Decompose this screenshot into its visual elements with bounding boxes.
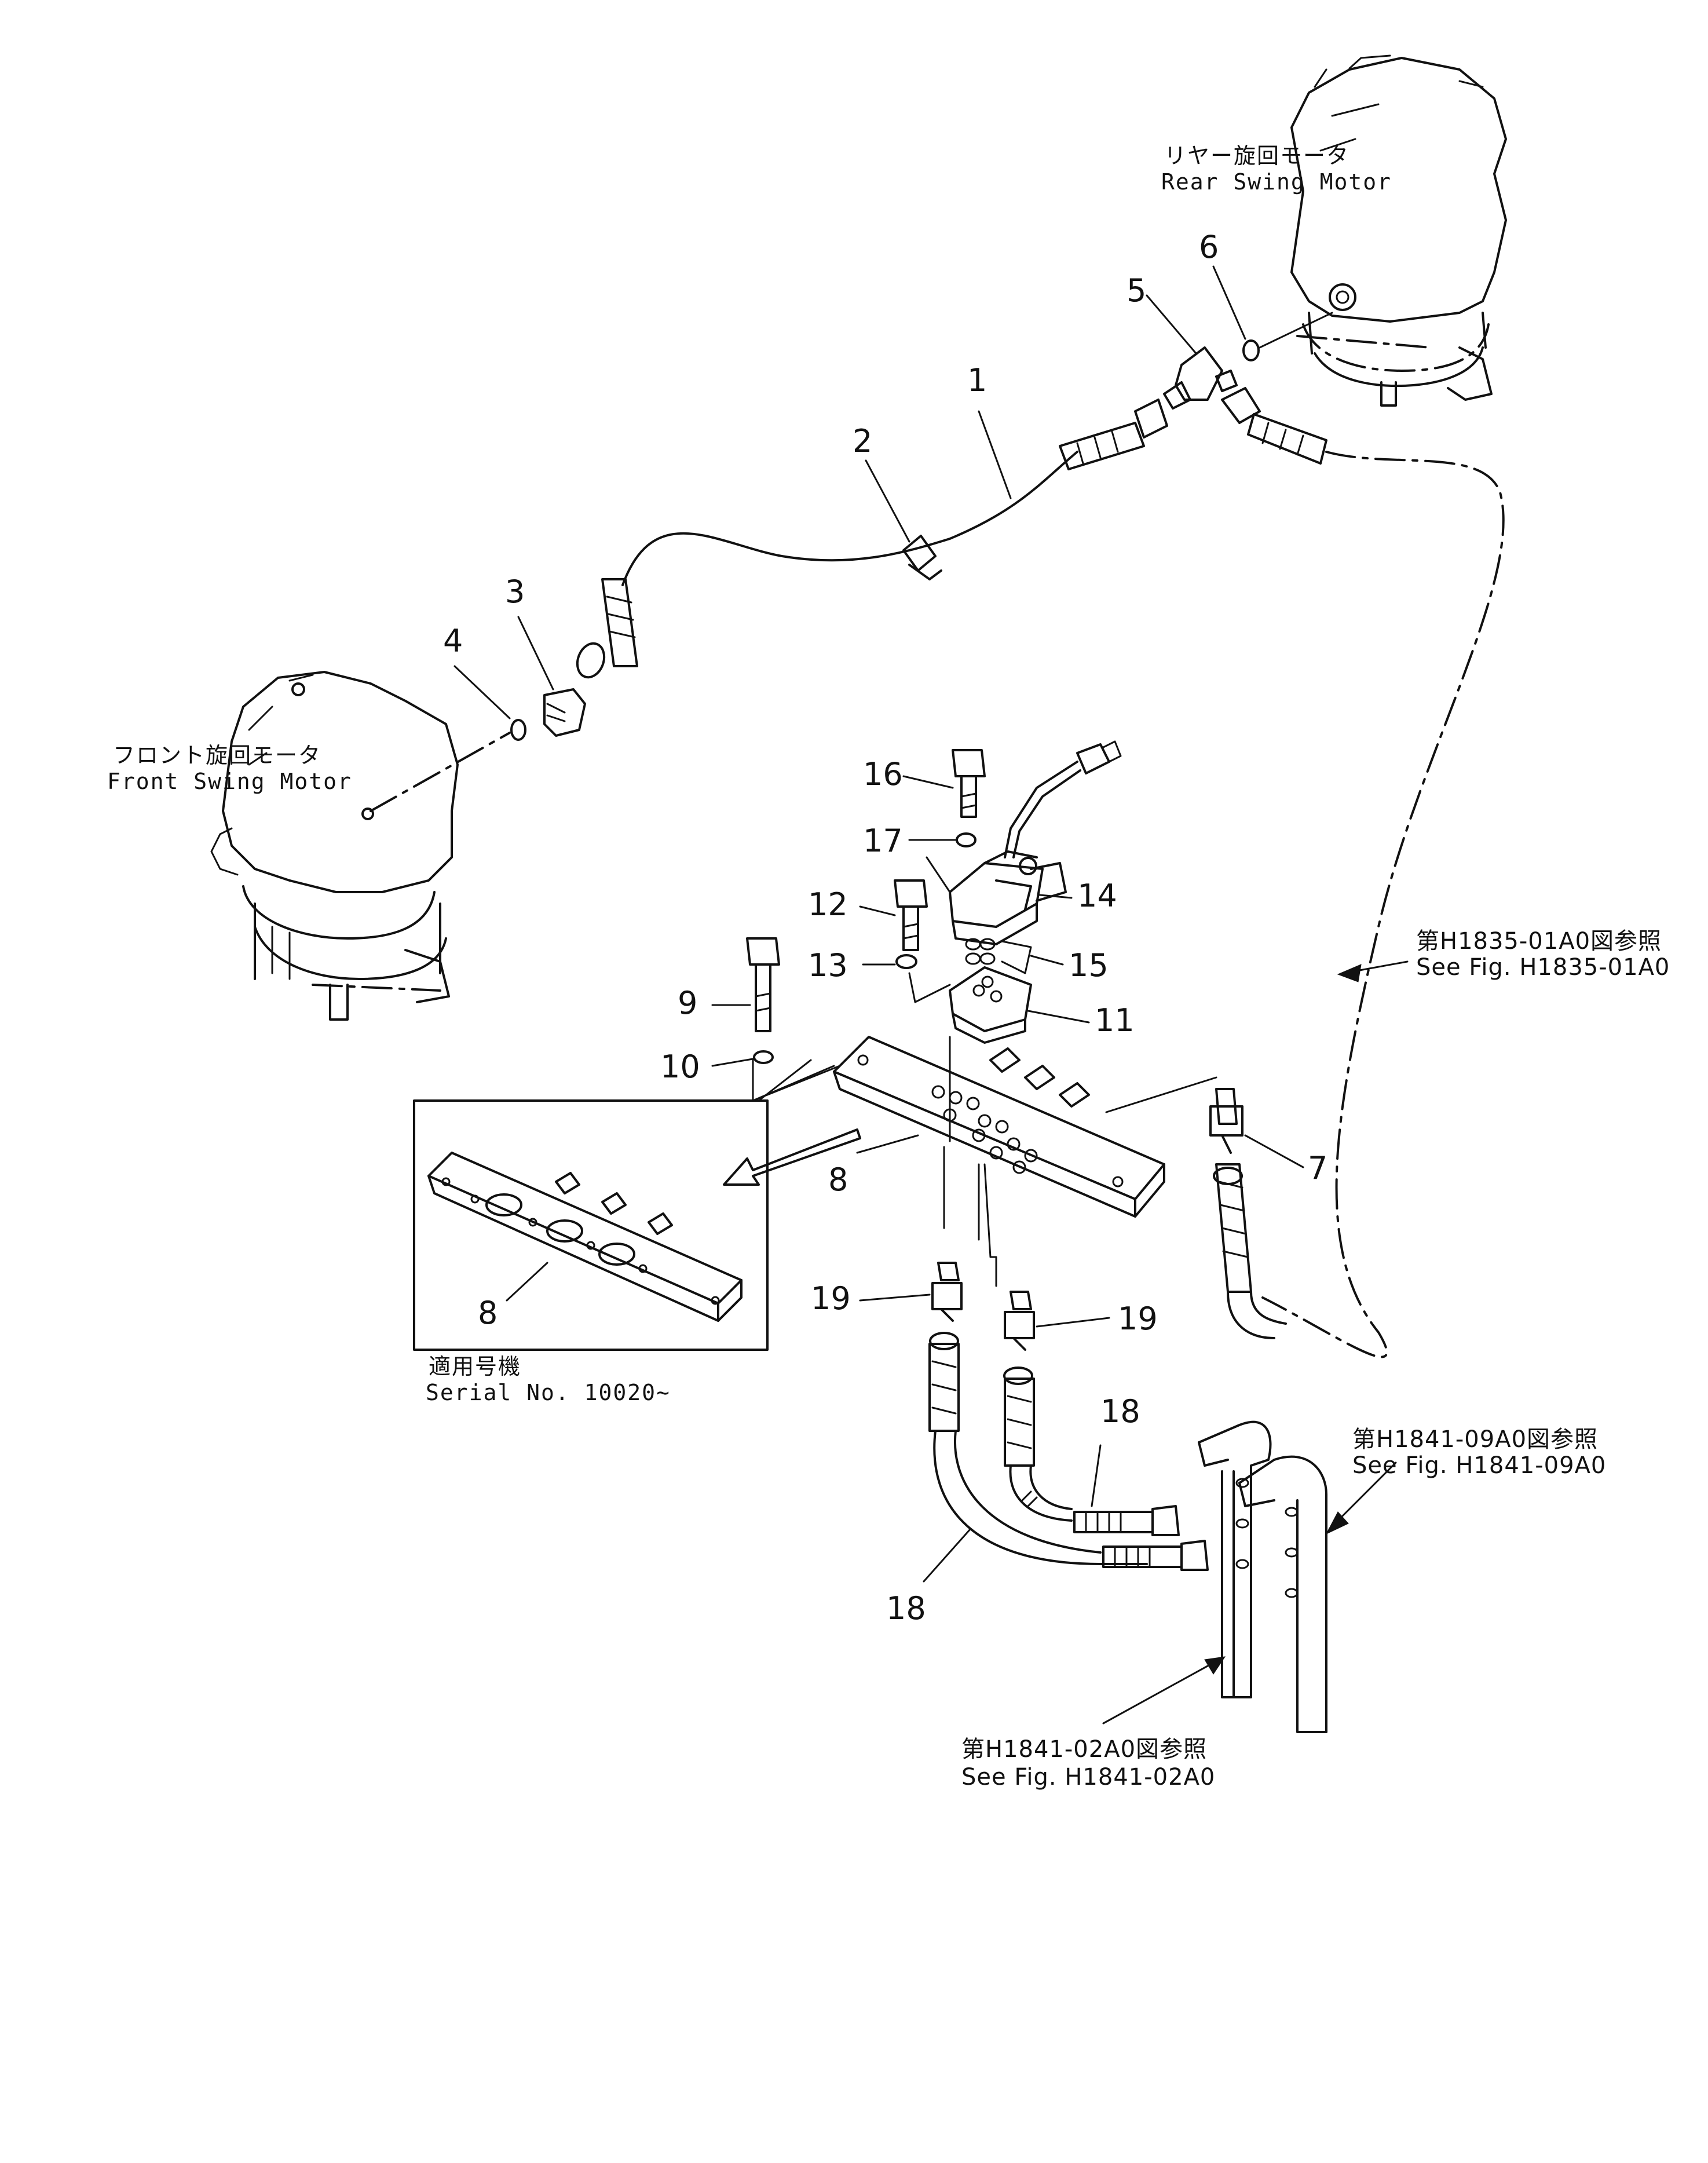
o-rings-15 [965, 938, 1032, 974]
callout-17: 17 [863, 823, 903, 859]
washer-13 [895, 954, 917, 969]
callout-15: 15 [1069, 947, 1109, 984]
front-motor-leader [370, 732, 511, 812]
serial-label-jp: 適用号機 [429, 1354, 522, 1379]
front-motor-label-en: Front Swing Motor [107, 769, 352, 794]
callout-13: 13 [808, 947, 848, 984]
callout-18-upper: 18 [1100, 1393, 1140, 1430]
o-ring-6 [1242, 339, 1260, 361]
callout-18-lower: 18 [886, 1590, 926, 1627]
fitting-19-right [1004, 1291, 1035, 1351]
rear-swing-motor [1290, 54, 1507, 407]
valve-dash [926, 856, 951, 893]
callout-5: 5 [1127, 272, 1147, 309]
hoses-18 [928, 1332, 1209, 1571]
fitting-7 [1209, 1088, 1243, 1185]
callout-leaders [453, 265, 1409, 1724]
ref-h1835-jp: 第H1835-01A0図参照 [1416, 928, 1662, 955]
callout-4: 4 [443, 623, 463, 659]
callout-19-left: 19 [811, 1280, 851, 1317]
clamp-2 [902, 535, 942, 580]
fitting-19-left [931, 1262, 963, 1322]
ref-h1841-02-en: See Fig. H1841-02A0 [961, 1764, 1216, 1791]
callout-8-main: 8 [828, 1161, 848, 1198]
return-hose [1215, 387, 1505, 1358]
callout-3: 3 [505, 573, 525, 610]
washer-10 [753, 1050, 774, 1064]
callout-16: 16 [863, 756, 903, 792]
bolt-12-leader [908, 972, 951, 1003]
o-ring-4 [510, 719, 526, 741]
callout-12: 12 [808, 886, 848, 923]
rear-motor-leader [1259, 312, 1333, 349]
detail-box [413, 1099, 769, 1351]
pipe-assembly [1198, 1420, 1327, 1733]
bracket-8 [752, 1036, 1217, 1218]
port-leaders [943, 1146, 997, 1287]
rear-motor-label-jp: リヤー旋回モータ [1164, 143, 1350, 169]
solenoid-valve-14 [949, 740, 1122, 945]
elbow-3 [543, 688, 586, 737]
washer-17 [956, 832, 976, 847]
bolt-9-leader [752, 1059, 835, 1102]
callout-1: 1 [967, 362, 988, 399]
callout-2: 2 [853, 423, 873, 459]
callout-14: 14 [1077, 878, 1117, 914]
callout-10: 10 [660, 1048, 700, 1085]
bolt-12 [894, 879, 928, 951]
callout-11: 11 [1095, 1002, 1135, 1039]
callout-6: 6 [1199, 229, 1219, 265]
rear-motor-label-en: Rear Swing Motor [1161, 169, 1392, 195]
ref-h1835-en: See Fig. H1835-01A0 [1416, 954, 1670, 981]
detail-arrow [723, 1128, 861, 1186]
serial-label-en: Serial No. 10020∼ [426, 1380, 671, 1405]
front-motor-label-jp: フロント旋回モータ [113, 743, 322, 768]
bolt-9 [746, 937, 780, 1032]
front-swing-motor [210, 671, 459, 1021]
valve-block-11 [949, 966, 1032, 1044]
ref-h1841-09-en: See Fig. H1841-09A0 [1352, 1452, 1607, 1479]
callout-7: 7 [1308, 1150, 1328, 1186]
hose-1 [576, 399, 1168, 679]
bolt-16 [952, 749, 986, 818]
callout-19-right: 19 [1118, 1300, 1158, 1337]
tee-fitting-5 [1163, 346, 1238, 410]
ref-h1841-09-jp: 第H1841-09A0図参照 [1352, 1426, 1599, 1453]
callout-8-detail: 8 [478, 1295, 498, 1331]
callout-9: 9 [678, 985, 698, 1021]
ref-h1841-02-jp: 第H1841-02A0図参照 [961, 1736, 1208, 1763]
